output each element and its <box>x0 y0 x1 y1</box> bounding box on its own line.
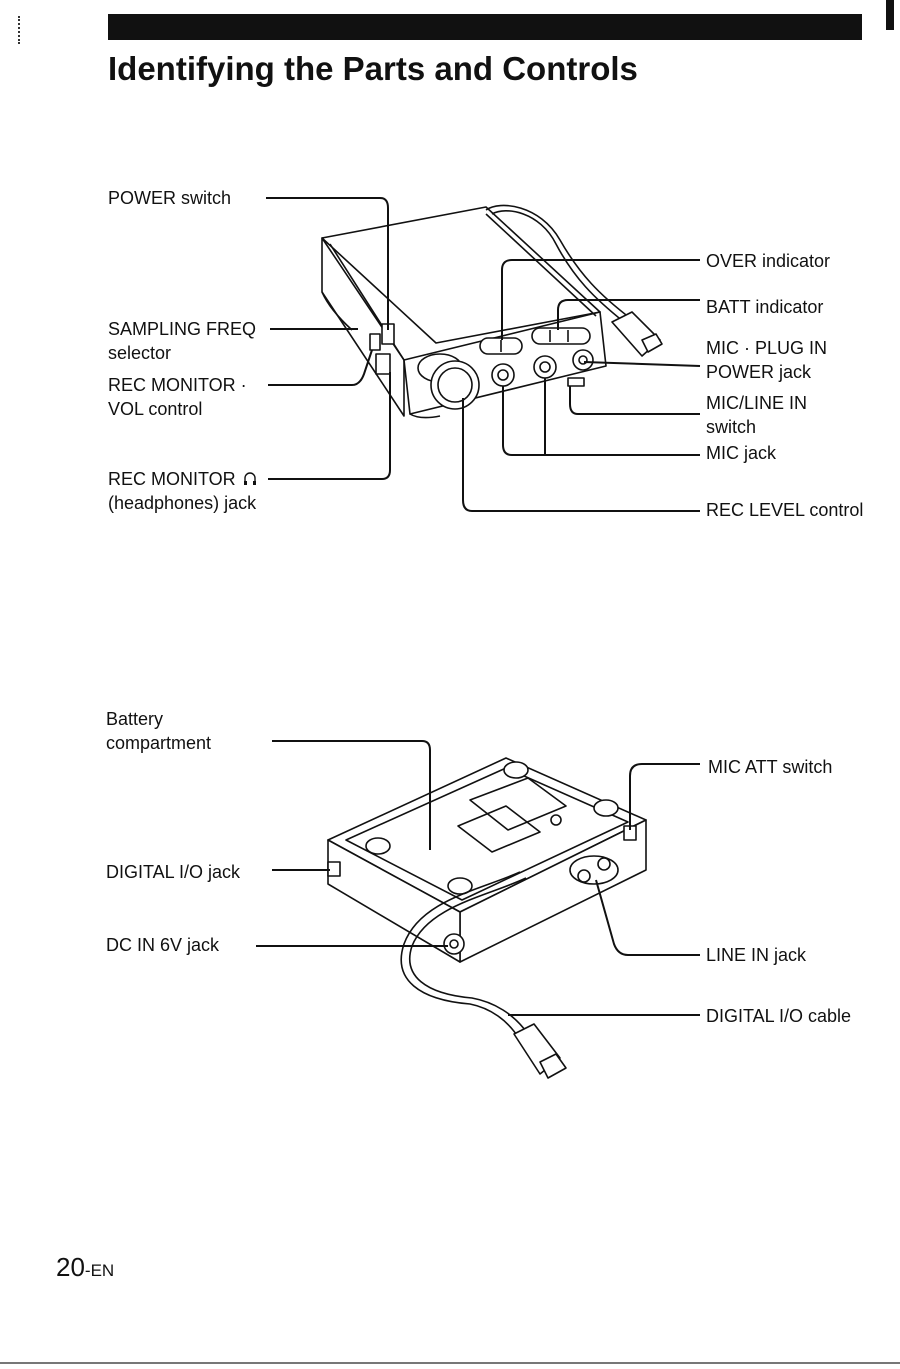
label-rec-monitor-vol-line1: REC MONITOR · <box>108 375 247 395</box>
label-mic-jack-text: MIC jack <box>706 443 777 463</box>
bottom-leader-lines <box>256 740 700 1016</box>
label-mic-line-in-line1: MIC/LINE IN <box>706 393 808 413</box>
label-line-in-text: LINE IN jack <box>706 945 807 965</box>
label-battery-line1: Battery <box>106 709 164 729</box>
label-mic-line-in-switch: MIC/LINE IN switch <box>706 391 807 439</box>
label-mic-att-text: MIC ATT switch <box>708 757 833 777</box>
label-mic-jack: MIC jack <box>706 441 776 465</box>
label-mic-line-in-line2: switch <box>706 417 757 437</box>
label-batt-indicator-text: BATT indicator <box>706 297 824 317</box>
label-line-in-jack: LINE IN jack <box>706 943 806 967</box>
label-dc-in-jack: DC IN 6V jack <box>106 933 219 957</box>
label-dc-in-text: DC IN 6V jack <box>106 935 220 955</box>
recorder-rear-illustration <box>327 757 647 1079</box>
label-over-indicator-text: OVER indicator <box>706 251 831 271</box>
header-bar <box>108 14 862 40</box>
edge-tab <box>886 0 894 30</box>
label-rec-monitor-vol-line2: VOL control <box>108 399 203 419</box>
label-mic-plug-in-power: MIC · PLUG IN POWER jack <box>706 336 827 384</box>
label-power-switch: POWER switch <box>108 186 231 210</box>
label-digital-io-jack: DIGITAL I/O jack <box>106 860 240 884</box>
label-sampling-freq: SAMPLING FREQ selector <box>108 317 256 365</box>
label-sampling-freq-line1: SAMPLING FREQ <box>108 319 257 339</box>
label-mic-plug-in-line2: POWER jack <box>706 362 812 382</box>
headphones-icon <box>243 472 256 485</box>
margin-marks <box>18 16 23 44</box>
top-leader-lines <box>266 197 701 512</box>
label-rec-monitor-vol: REC MONITOR · VOL control <box>108 373 247 421</box>
label-over-indicator: OVER indicator <box>706 249 830 273</box>
label-power-switch-text: POWER switch <box>108 188 232 208</box>
page-number-suffix: -EN <box>84 1261 115 1280</box>
label-digital-io-cable: DIGITAL I/O cable <box>706 1004 864 1028</box>
label-rec-level-control: REC LEVEL control <box>706 498 864 522</box>
label-rec-monitor-jack-line2: (headphones) jack <box>108 493 257 513</box>
label-rec-monitor-jack: REC MONITOR (headphones) jack <box>108 467 256 515</box>
label-mic-att-switch: MIC ATT switch <box>708 755 832 779</box>
label-battery-line2: compartment <box>106 733 212 753</box>
bottom-rule <box>0 1362 900 1364</box>
label-digital-io-cable-text: DIGITAL I/O cable <box>706 1006 852 1026</box>
page-number-value: 20 <box>56 1252 85 1282</box>
page-title: Identifying the Parts and Controls <box>108 50 638 87</box>
label-mic-plug-in-line1: MIC · PLUG IN <box>706 338 828 358</box>
label-rec-level-text: REC LEVEL control <box>706 500 864 520</box>
label-sampling-freq-line2: selector <box>108 343 172 363</box>
label-batt-indicator: BATT indicator <box>706 295 823 319</box>
recorder-front-illustration <box>321 204 663 419</box>
label-rec-monitor-jack-line1: REC MONITOR <box>108 469 236 489</box>
label-digital-io-jack-text: DIGITAL I/O jack <box>106 862 241 882</box>
label-battery-compartment: Battery compartment <box>106 707 211 755</box>
page-number: 20-EN <box>56 1252 114 1283</box>
